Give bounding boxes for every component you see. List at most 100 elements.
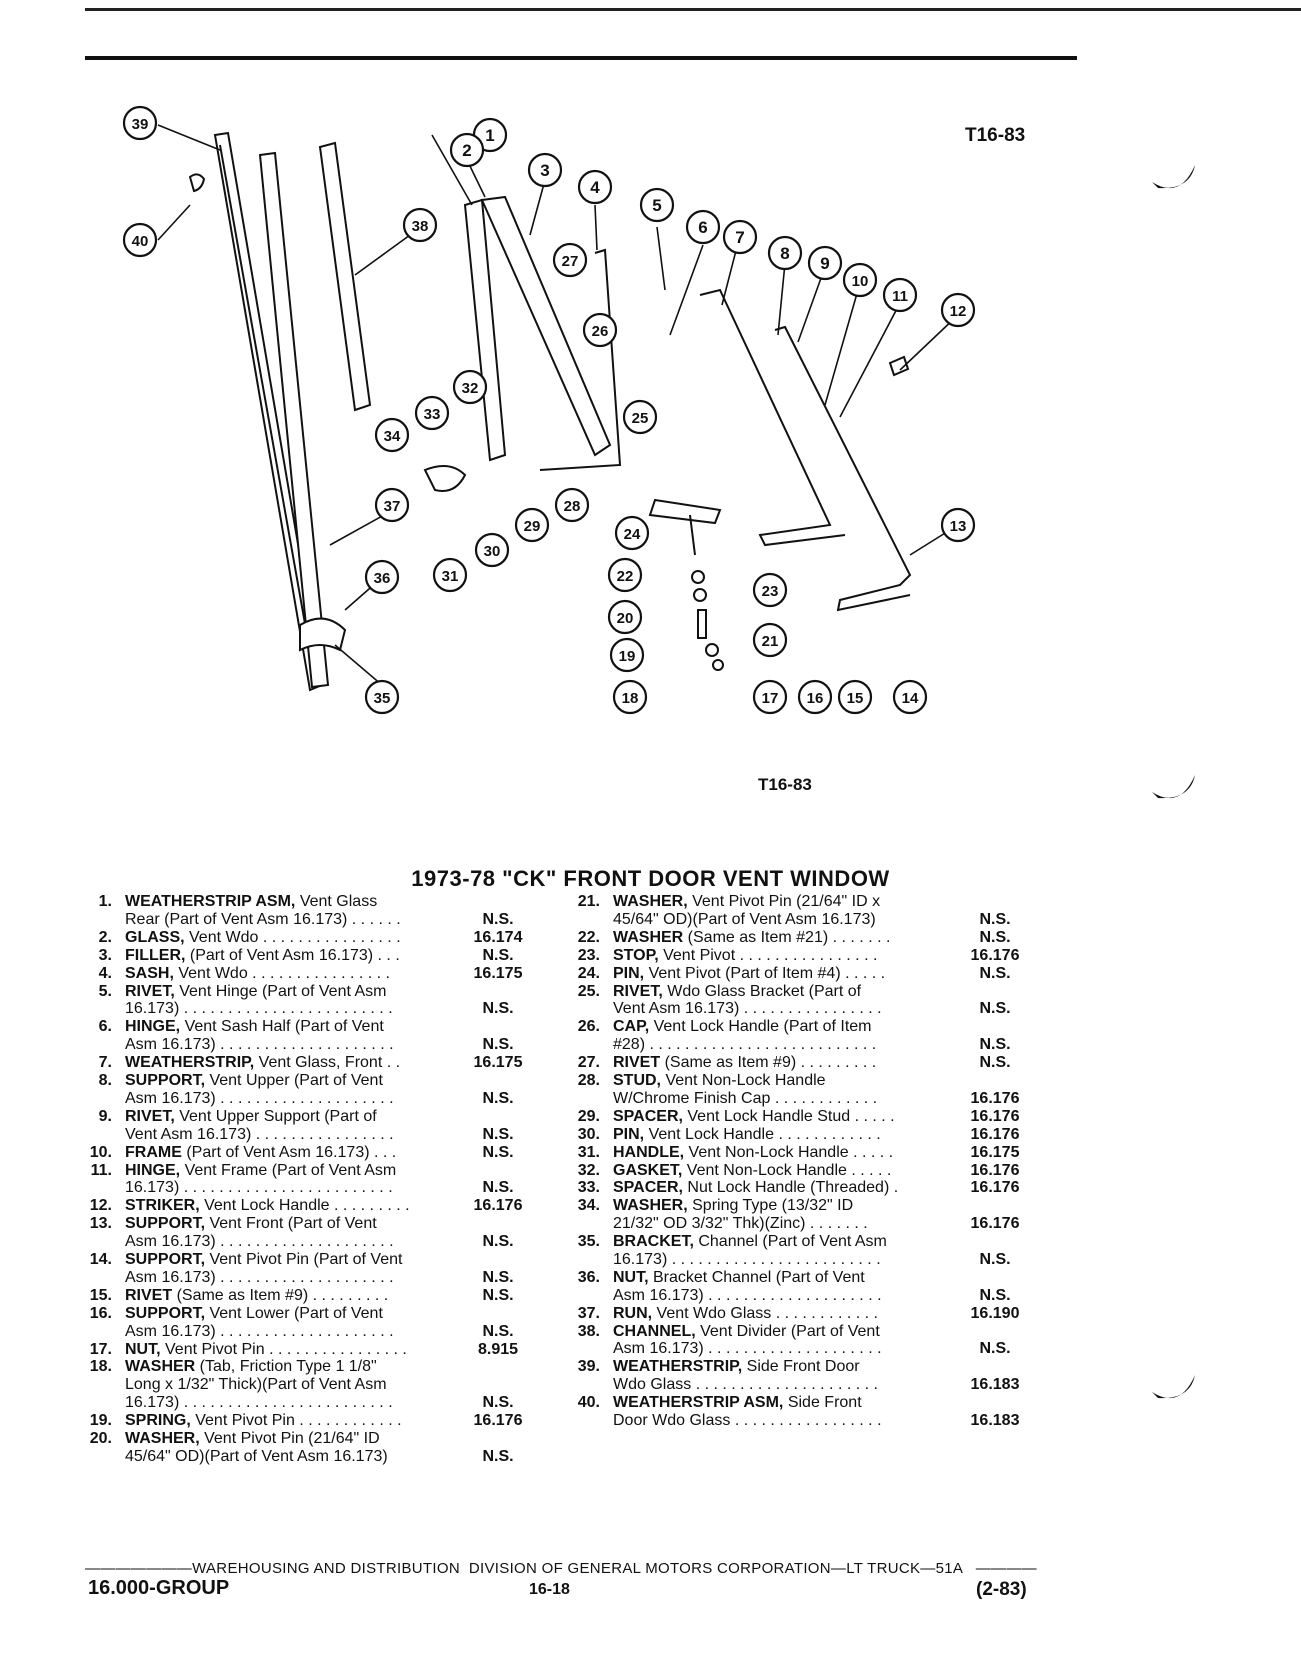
callout-circle-24 <box>614 515 650 551</box>
part-number: 2. <box>98 928 112 946</box>
callout-circle-20 <box>607 599 643 635</box>
callout-circle-26 <box>582 312 618 348</box>
part-number: 33. <box>577 1179 600 1197</box>
callout-circle-28 <box>554 487 590 523</box>
binder-mark-icon <box>1152 1375 1195 1399</box>
part-reference: N.S. <box>979 1000 1011 1018</box>
part-reference: 16.175 <box>970 1143 1020 1161</box>
part-reference: N.S. <box>979 1054 1011 1072</box>
callout-number-18: 18 <box>622 690 639 707</box>
binder-mark-icon <box>1152 775 1195 799</box>
part-description: SPRING, Vent Pivot Pin . . . . . . . . .… <box>125 1412 402 1430</box>
part-number: 6. <box>98 1018 112 1036</box>
part-description: RIVET, Wdo Glass Bracket (Part of <box>613 982 862 1000</box>
callout-number-4: 4 <box>590 178 600 197</box>
callout-number-15: 15 <box>847 690 864 707</box>
callout-circle-23 <box>752 572 788 608</box>
part-reference: N.S. <box>979 1286 1011 1304</box>
part-description: SUPPORT, Vent Front (Part of Vent <box>125 1215 377 1233</box>
callout-number-17: 17 <box>762 690 779 707</box>
part-reference: 16.176 <box>970 1089 1020 1107</box>
part-description: Wdo Glass . . . . . . . . . . . . . . . … <box>613 1376 878 1394</box>
part-description: Asm 16.173) . . . . . . . . . . . . . . … <box>613 1286 882 1304</box>
part-reference: N.S. <box>482 1322 514 1340</box>
callout-number-33: 33 <box>424 406 441 423</box>
part-description: CAP, Vent Lock Handle (Part of Item <box>613 1018 872 1036</box>
part-description: WEATHERSTRIP ASM, Side Front <box>613 1394 862 1412</box>
callout-circle-12 <box>940 292 976 328</box>
part-description: #28) . . . . . . . . . . . . . . . . . .… <box>613 1036 877 1054</box>
part-description: SASH, Vent Wdo . . . . . . . . . . . . .… <box>125 964 390 982</box>
callout-number-19: 19 <box>619 648 636 665</box>
part-reference: N.S. <box>979 1340 1011 1358</box>
callout-circle-22 <box>607 557 643 593</box>
callout-circle-27 <box>552 242 588 278</box>
part-number: 4. <box>98 964 112 982</box>
part-description: GASKET, Vent Non-Lock Handle . . . . . <box>613 1161 892 1179</box>
part-number: 12. <box>89 1197 112 1215</box>
part-reference: N.S. <box>482 1000 514 1018</box>
part-description: FILLER, (Part of Vent Asm 16.173) . . . <box>125 946 400 964</box>
part-description: RIVET, Vent Hinge (Part of Vent Asm <box>125 982 387 1000</box>
part-description: PIN, Vent Pivot (Part of Item #4) . . . … <box>613 964 886 982</box>
part-description: RIVET (Same as Item #9) . . . . . . . . … <box>613 1054 877 1072</box>
part-reference: 16.176 <box>970 1125 1020 1143</box>
part-description: SUPPORT, Vent Pivot Pin (Part of Vent <box>125 1251 403 1268</box>
part-reference: 16.176 <box>970 1215 1020 1233</box>
part-reference: 16.190 <box>970 1304 1020 1322</box>
callout-circle-16 <box>797 679 833 715</box>
part-reference: 16.176 <box>970 1179 1020 1197</box>
part-description: SPACER, Vent Lock Handle Stud . . . . . <box>613 1107 895 1125</box>
part-description: NUT, Bracket Channel (Part of Vent <box>613 1268 865 1286</box>
part-description: Asm 16.173) . . . . . . . . . . . . . . … <box>125 1233 394 1251</box>
callout-number-7: 7 <box>735 228 744 247</box>
callout-circle-5 <box>639 187 675 223</box>
part-description: HANDLE, Vent Non-Lock Handle . . . . . <box>613 1143 894 1161</box>
part-number: 40. <box>577 1394 600 1412</box>
part-reference: N.S. <box>482 910 514 928</box>
callout-number-32: 32 <box>462 380 479 397</box>
callout-circle-15 <box>837 679 873 715</box>
part-reference: N.S. <box>979 910 1011 928</box>
part-reference: 16.176 <box>970 946 1020 964</box>
part-description: BRACKET, Channel (Part of Vent Asm <box>613 1233 887 1251</box>
callout-circle-14 <box>892 679 928 715</box>
part-number: 31. <box>577 1143 600 1161</box>
part-description: WASHER, Spring Type (13/32" ID <box>613 1197 854 1215</box>
callout-number-24: 24 <box>624 526 641 543</box>
callout-circle-17 <box>752 679 788 715</box>
part-number: 26. <box>577 1018 600 1036</box>
callout-circle-21 <box>752 622 788 658</box>
part-reference: 16.175 <box>473 1054 523 1072</box>
callout-number-6: 6 <box>698 218 707 237</box>
part-description: GLASS, Vent Wdo . . . . . . . . . . . . … <box>125 928 401 946</box>
part-description: WASHER, Vent Pivot Pin (21/64" ID x <box>613 893 881 910</box>
callout-circle-33 <box>414 395 450 431</box>
footer-page: 16-18 <box>529 1581 570 1598</box>
callout-circle-18 <box>612 679 648 715</box>
part-description: Asm 16.173) . . . . . . . . . . . . . . … <box>125 1268 394 1286</box>
callout-circle-30 <box>474 532 510 568</box>
part-description: FRAME (Part of Vent Asm 16.173) . . . <box>125 1143 397 1161</box>
callout-number-20: 20 <box>617 610 634 627</box>
part-reference: 16.176 <box>473 1412 523 1430</box>
part-number: 21. <box>577 893 600 910</box>
part-number: 24. <box>577 964 600 982</box>
callout-circle-11 <box>882 277 918 313</box>
part-reference: N.S. <box>979 964 1011 982</box>
page-title: 1973-78 "CK" FRONT DOOR VENT WINDOW <box>411 866 890 891</box>
part-number: 19. <box>89 1412 112 1430</box>
callout-number-16: 16 <box>807 690 824 707</box>
part-description: STUD, Vent Non-Lock Handle <box>613 1072 826 1089</box>
footer-group: 16.000-GROUP <box>88 1577 230 1599</box>
callout-number-22: 22 <box>617 568 634 585</box>
callout-number-36: 36 <box>374 570 391 587</box>
part-number: 10. <box>89 1143 112 1161</box>
callout-circle-19 <box>609 637 645 673</box>
callout-circle-39 <box>122 105 158 141</box>
part-description: STOP, Vent Pivot . . . . . . . . . . . .… <box>613 946 878 964</box>
part-number: 38. <box>577 1322 600 1340</box>
callout-number-1: 1 <box>485 126 494 145</box>
part-description: SUPPORT, Vent Upper (Part of Vent <box>125 1072 383 1089</box>
part-description: 16.173) . . . . . . . . . . . . . . . . … <box>125 1000 393 1018</box>
